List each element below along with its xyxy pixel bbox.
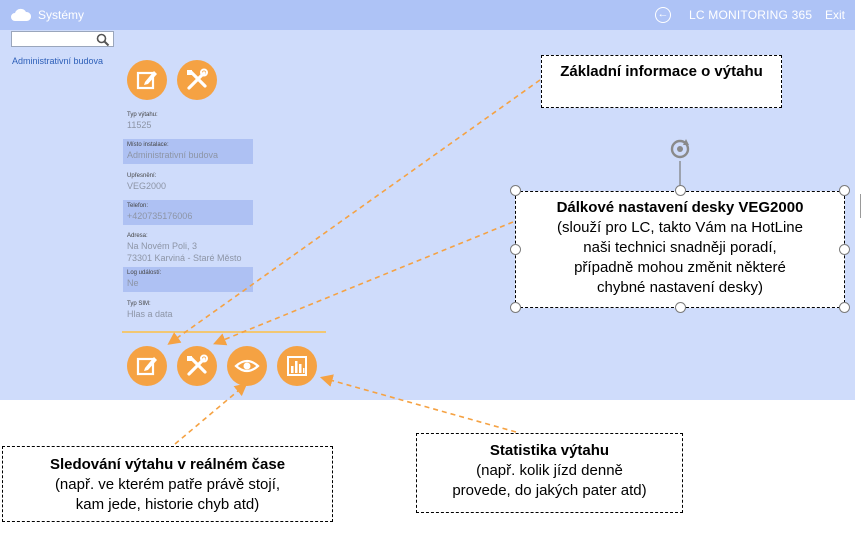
resize-handle[interactable] (839, 244, 850, 255)
resize-handle[interactable] (839, 185, 850, 196)
field-label: Adresa: (127, 233, 148, 239)
field-value-line2: 73301 Karviná - Staré Město (127, 253, 242, 263)
callout-basic-info: Základní informace o výtahu (541, 55, 782, 108)
field-label: Místo instalace: (127, 142, 169, 148)
callout-title: Statistika výtahu (489, 442, 610, 459)
search-box[interactable] (11, 31, 114, 50)
resize-handle[interactable] (839, 302, 850, 313)
brand-label: LC MONITORING 365 (689, 8, 813, 22)
callout-remote-settings: Dálkové nastavení desky VEG2000 (slouží … (515, 191, 845, 308)
callout-line: (např. ve kterém patře právě stojí, (54, 476, 281, 493)
callout-line: chybné nastavení desky) (597, 279, 763, 296)
field-value: Na Novém Poli, 3 (127, 241, 198, 251)
edit-icon (136, 357, 157, 376)
field-specification: Upřesnění: VEG2000 (123, 170, 253, 195)
tools-icon (187, 68, 208, 90)
field-sim-type: Typ SIM: Hlas a data (123, 298, 253, 323)
callout-line: naši technici snadněji poradí, (583, 239, 777, 256)
field-label: Typ výtahu: (127, 112, 158, 118)
layout-options-icon[interactable] (860, 194, 867, 218)
back-arrow-icon[interactable]: ← (655, 7, 671, 23)
resize-handle[interactable] (510, 302, 521, 313)
chart-icon (287, 356, 307, 376)
top-bar: Systémy ← LC MONITORING 365 Exit (0, 0, 855, 30)
callout-title: Sledování výtahu v reálném čase (49, 456, 286, 473)
tools-button[interactable] (177, 60, 217, 100)
statistics-button[interactable] (277, 346, 317, 386)
field-address: Adresa: Na Novém Poli, 3 73301 Karviná -… (123, 230, 253, 267)
callout-title: Dálkové nastavení desky VEG2000 (556, 199, 804, 216)
tools-button-bottom[interactable] (177, 346, 217, 386)
callout-line: (např. kolik jízd denně (476, 462, 623, 479)
callout-line: provede, do jakých pater atd) (452, 482, 647, 499)
cloud-icon (11, 8, 32, 21)
field-label: Telefon: (127, 203, 149, 209)
field-value: Hlas a data (127, 309, 173, 319)
edit-icon (136, 71, 157, 90)
edit-button[interactable] (127, 60, 167, 100)
field-value: VEG2000 (127, 181, 167, 191)
resize-handle[interactable] (510, 244, 521, 255)
resize-handle[interactable] (675, 185, 686, 196)
field-label: Log událostí: (127, 270, 162, 276)
search-icon[interactable] (96, 33, 110, 47)
realtime-view-button[interactable] (227, 346, 267, 386)
app-title[interactable]: Systémy (38, 8, 85, 22)
callout-title: Základní informace o výtahu (560, 63, 763, 80)
field-install-place: Místo instalace: Administrativní budova (123, 139, 253, 164)
field-label: Typ SIM: (127, 301, 151, 307)
field-value: Administrativní budova (127, 150, 219, 160)
callout-line: kam jede, historie chyb atd) (75, 496, 260, 513)
callout-statistics: Statistika výtahu (např. kolik jízd denn… (416, 433, 683, 513)
callout-line: případně mohou změnit některé (574, 259, 786, 276)
field-event-log: Log událostí: Ne (123, 267, 253, 292)
field-label: Upřesnění: (127, 173, 157, 179)
sidebar-item-building[interactable]: Administrativní budova (12, 56, 104, 66)
eye-icon (234, 359, 260, 373)
tools-icon (187, 354, 208, 376)
resize-handle[interactable] (510, 185, 521, 196)
resize-handle[interactable] (675, 302, 686, 313)
callout-line: (slouží pro LC, takto Vám na HotLine (557, 219, 803, 236)
field-lift-type: Typ výtahu: 11525 (123, 109, 253, 134)
field-phone: Telefon: +420735176006 (123, 200, 253, 225)
exit-button[interactable]: Exit (825, 8, 846, 22)
edit-button-bottom[interactable] (127, 346, 167, 386)
search-input[interactable] (14, 35, 98, 50)
field-value: 11525 (127, 120, 152, 130)
callout-realtime: Sledování výtahu v reálném čase (např. v… (2, 446, 333, 522)
field-value: Ne (127, 278, 139, 288)
field-value: +420735176006 (127, 211, 193, 221)
divider (122, 331, 326, 333)
rotate-icon[interactable] (668, 137, 692, 161)
